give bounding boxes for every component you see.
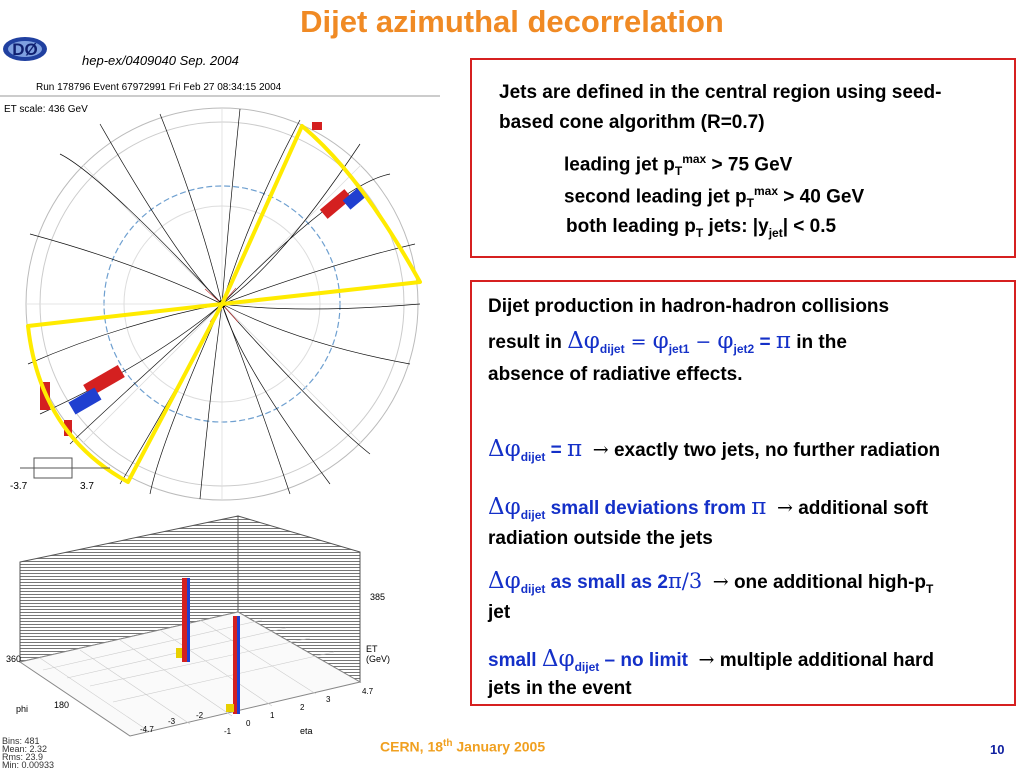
logo-text: DØ — [12, 40, 38, 59]
lego-stats: Bins: 481 Mean: 2.32 Rms: 23.9 Min: 0.00… — [2, 736, 55, 770]
lego-tower-2 — [233, 616, 237, 714]
case-two-pi-third: Δφdijet as small as 2π/3 → one additiona… — [488, 568, 934, 596]
eta-tick-2: -2 — [196, 711, 204, 720]
phi-axis-label: phi — [16, 704, 28, 714]
stat-min: Min: 0.00933 — [2, 760, 55, 770]
event-header: Run 178796 Event 67972991 Fri Feb 27 08:… — [36, 82, 282, 93]
z-max-label: 385 — [370, 592, 385, 602]
d0-logo: DØ — [3, 37, 47, 61]
case-two-pi-third-cont: jet — [488, 602, 511, 623]
eta-max-label: 3.7 — [80, 481, 94, 492]
event-display: Run 178796 Event 67972991 Fri Feb 27 08:… — [0, 82, 440, 501]
slide-title: Dijet azimuthal decorrelation — [300, 4, 724, 39]
cut-rapidity: both leading pT jets: |yjet| < 0.5 — [566, 216, 837, 240]
eta-tick-8: 4.7 — [362, 687, 374, 696]
footer: CERN, 18th January 2005 — [380, 738, 546, 755]
eta-tick-6: 2 — [300, 703, 305, 712]
eta-tick-1: -3 — [168, 717, 176, 726]
stat-rms: Rms: 23.9 — [2, 752, 44, 762]
page-number: 10 — [990, 742, 1005, 757]
stat-mean: Mean: 2.32 — [2, 744, 48, 754]
phi-tick-0: 360 — [6, 654, 21, 664]
et-scale: ET scale: 436 GeV — [4, 104, 88, 115]
eta-tick-4: 0 — [246, 719, 251, 728]
lego-plot: 385 ET (GeV) 360 180 0 phi eta -4.7 -3 -… — [6, 515, 390, 737]
cut-second-jet: second leading jet pTmax > 40 GeV — [564, 184, 865, 211]
eta-tick-5: 1 — [270, 711, 275, 720]
case-no-limit-cont: jets in the event — [488, 678, 632, 699]
eta-tick-3: -1 — [224, 727, 232, 736]
box2-p1-line3: absence of radiative effects. — [488, 364, 743, 385]
lego-tower-1 — [182, 578, 187, 662]
box2-p1-line2: result in Δφdijet = φjet1 − φjet2 = π in… — [488, 328, 847, 356]
reference: hep-ex/0409040 Sep. 2004 — [82, 53, 239, 68]
case-small-deviation: Δφdijet small deviations from π → additi… — [488, 494, 929, 522]
stat-bins: Bins: 481 — [2, 736, 40, 746]
cut-leading-jet: leading jet pTmax > 75 GeV — [564, 152, 793, 179]
jet-definition-box: Jets are defined in the central region u… — [470, 58, 1016, 258]
eta-min-label: -3.7 — [10, 481, 28, 492]
eta-tick-7: 3 — [326, 695, 331, 704]
eta-axis-label: eta — [300, 726, 313, 736]
box2-p1-line1: Dijet production in hadron-hadron collis… — [488, 296, 890, 317]
phi-tick-1: 180 — [54, 700, 69, 710]
box1-line2: based cone algorithm (R=0.7) — [499, 112, 765, 133]
z-axis-label: ET — [366, 644, 378, 654]
case-no-limit: small Δφdijet – no limit → multiple addi… — [488, 646, 935, 674]
case-exact-pi: Δφdijet = π → exactly two jets, no furth… — [488, 436, 941, 464]
case-small-deviation-cont: radiation outside the jets — [488, 528, 713, 549]
z-axis-unit: (GeV) — [366, 654, 390, 664]
box1-line1: Jets are defined in the central region u… — [499, 82, 942, 103]
eta-tick-0: -4.7 — [140, 725, 154, 734]
dijet-physics-box: Dijet production in hadron-hadron collis… — [470, 280, 1016, 706]
